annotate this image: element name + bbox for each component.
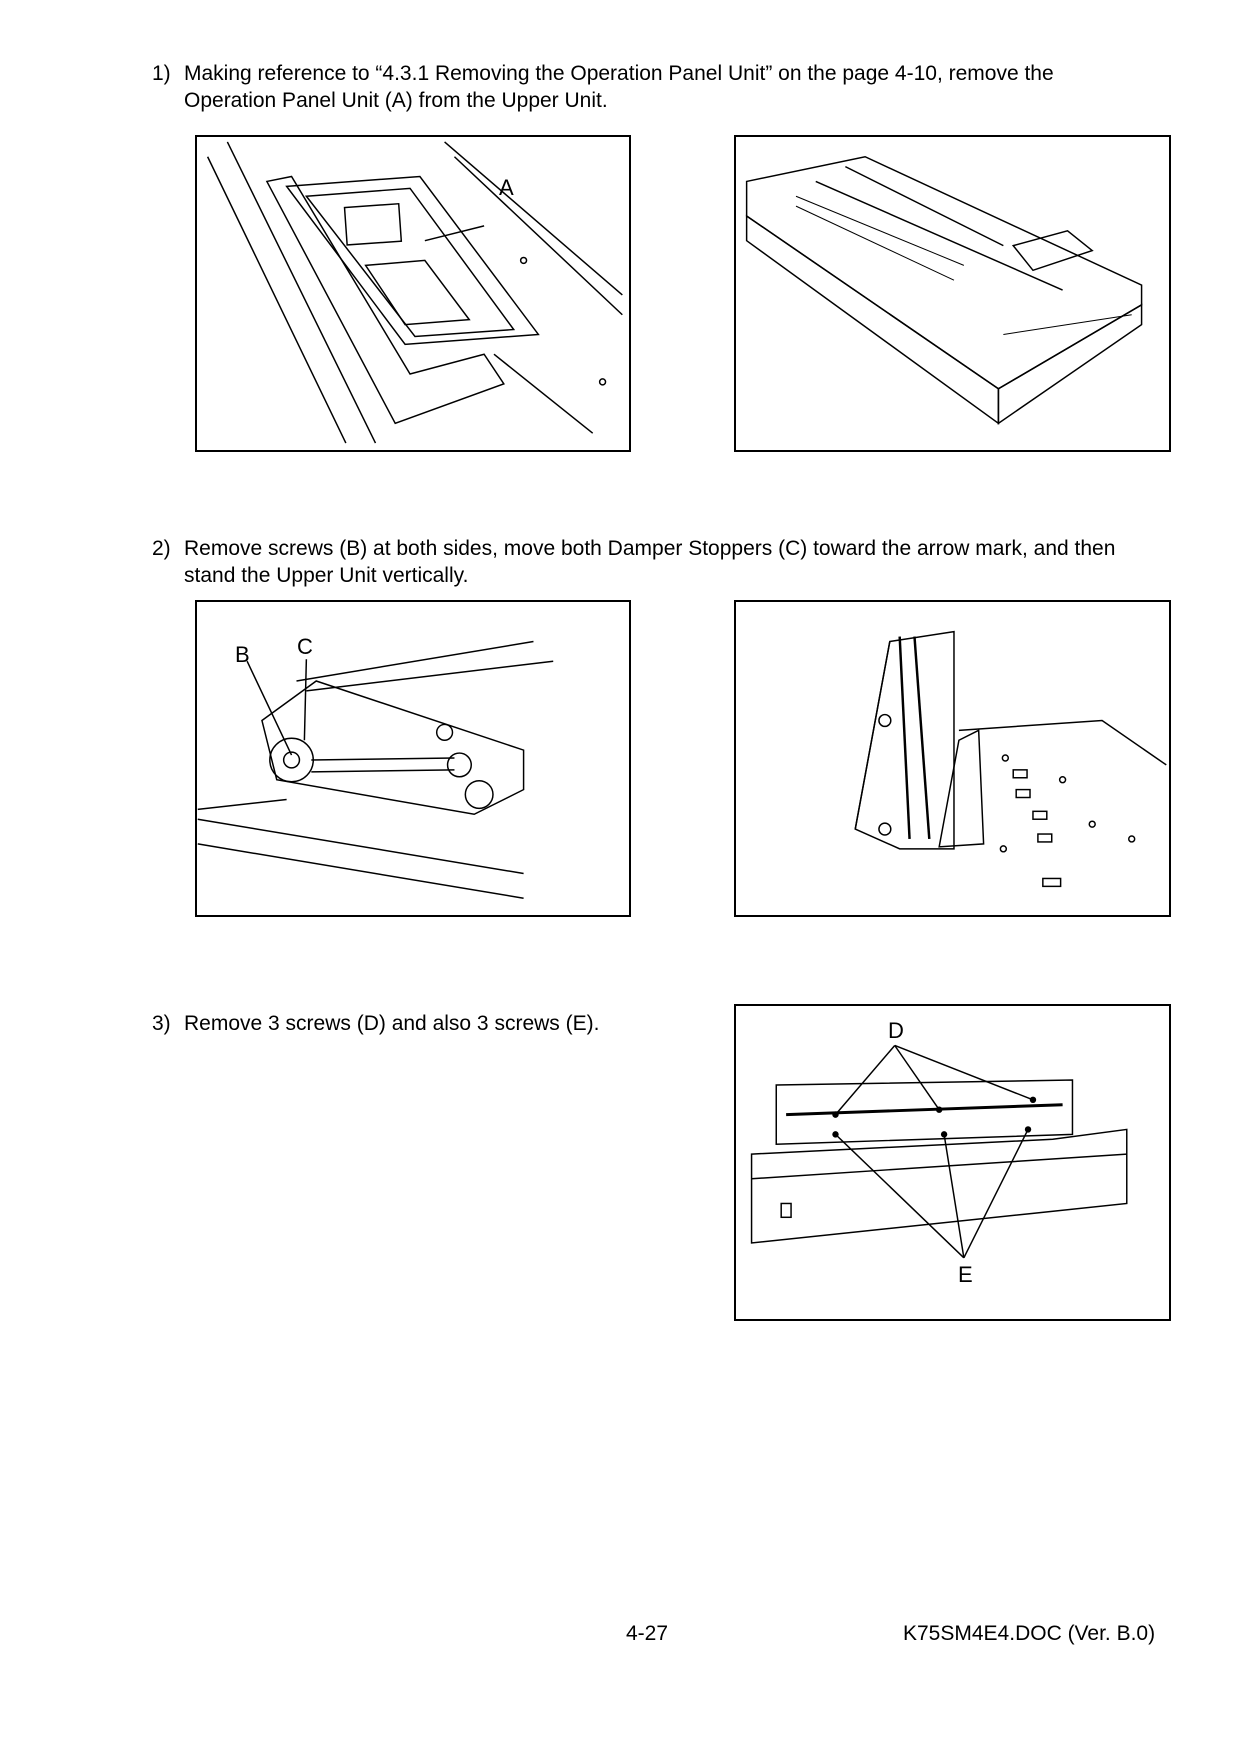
callout-d: D [888,1018,904,1043]
page-number: 4-27 [626,1622,669,1645]
callout-c: C [297,634,313,659]
step-number: 1) [152,62,171,85]
step-1: 1) Making reference to “4.3.1 Removing t… [152,60,1142,114]
step-3: 3) Remove 3 screws (D) and also 3 screws… [152,1010,672,1037]
step-text: Remove 3 screws (D) and also 3 screws (E… [184,1012,600,1035]
figure-printer-upper-unit [734,135,1171,452]
callout-b: B [235,642,250,667]
callout-a: A [499,175,514,200]
figure-upper-unit-standing [734,600,1171,917]
figure-screws-d-e: D E [734,1004,1171,1321]
document-reference: K75SM4E4.DOC (Ver. B.0) [903,1622,1156,1645]
step-number: 3) [152,1012,171,1035]
figure-damper-stopper-closeup: B C [195,600,631,917]
figure-operation-panel-closeup: A [195,135,631,452]
step-number: 2) [152,537,171,560]
step-text: Remove screws (B) at both sides, move bo… [184,537,1116,587]
step-text: Making reference to “4.3.1 Removing the … [184,62,1054,112]
step-2: 2) Remove screws (B) at both sides, move… [152,535,1142,589]
callout-e: E [958,1262,973,1287]
